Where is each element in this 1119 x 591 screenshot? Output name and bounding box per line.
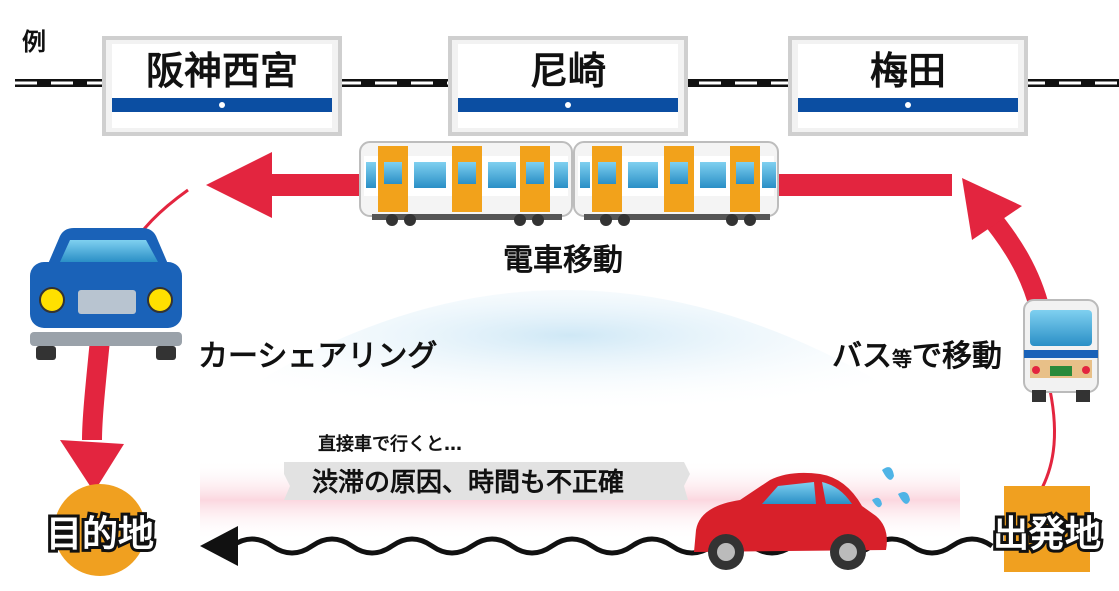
congestion-banner	[284, 462, 690, 500]
bus-move-label: バス等で移動	[832, 339, 1002, 374]
station-name: 阪神西宮	[146, 49, 298, 93]
station-sign-amagasaki: 尼崎	[448, 36, 688, 136]
station-sign-umeda: 梅田	[788, 36, 1028, 136]
departure-label: 出発地	[993, 514, 1101, 555]
direct-car-caption: 直接車で行くと…	[318, 433, 462, 455]
station-name: 尼崎	[530, 49, 606, 93]
example-label: 例	[22, 28, 46, 56]
sweat-drops-icon	[872, 467, 910, 508]
car-sharing-label: カーシェアリング	[198, 339, 437, 374]
destination-marker: 目的地	[43, 484, 157, 576]
departure-marker: 出発地	[990, 486, 1104, 572]
station-sign-nishinomiya: 阪神西宮	[102, 36, 342, 136]
train-move-label: 電車移動	[503, 243, 623, 278]
destination-label: 目的地	[46, 514, 154, 555]
sky-glow	[200, 290, 940, 420]
station-name: 梅田	[870, 49, 946, 93]
private-car-icon	[694, 472, 887, 570]
bus-route-arrow	[962, 178, 1056, 493]
train-icon	[359, 141, 779, 226]
shared-car-icon	[30, 228, 182, 360]
bus-icon	[1023, 299, 1099, 402]
congestion-note: 渋滞の原因、時間も不正確	[312, 467, 624, 498]
carshare-route-arrow	[60, 339, 124, 492]
